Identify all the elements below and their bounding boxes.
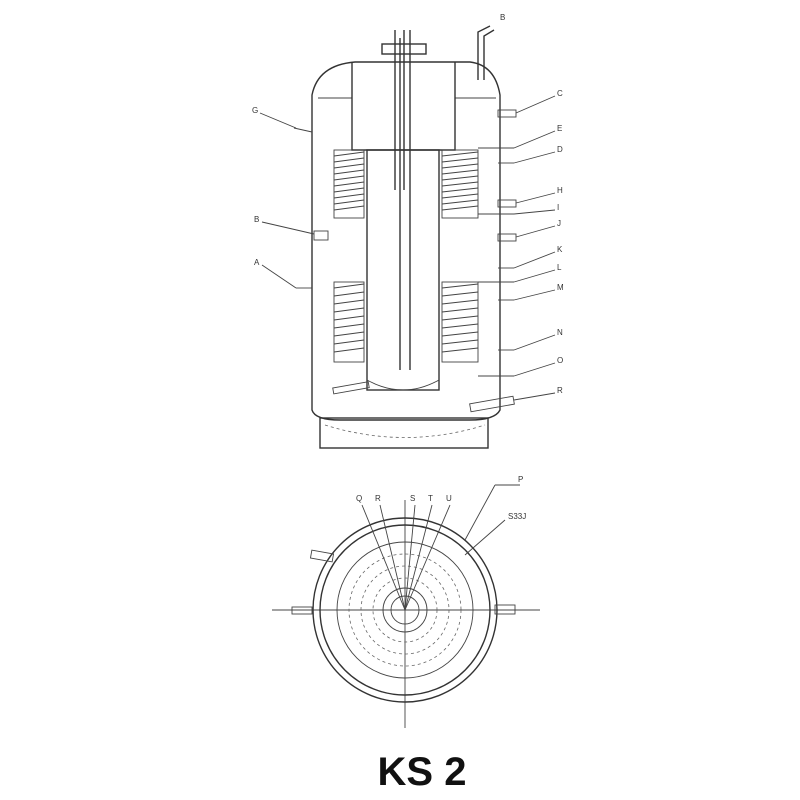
tank-base [319,417,489,449]
tank-shell [311,61,501,421]
label-r-top: R [375,494,381,503]
label-l: L [557,263,562,272]
label-t: T [428,494,433,503]
coil-upper-right [441,149,479,219]
side-labels-left: G B A [252,106,260,267]
label-b-left: B [254,215,259,224]
label-s33j: S33J [508,512,526,521]
outer-circle [312,517,498,703]
top-view [272,484,540,728]
diagram-title: KS 2 [378,750,467,794]
label-k: K [557,245,563,254]
label-j: J [557,219,561,228]
label-h: H [557,186,563,195]
label-r: R [557,386,563,395]
label-o: O [557,356,563,365]
label-d: D [557,145,563,154]
label-p: P [518,475,523,484]
label-u: U [446,494,452,503]
coil-lower-left [333,281,365,363]
coil-upper-left [333,149,365,219]
label-m: M [557,283,564,292]
pipe-b [477,25,491,80]
side-labels-right: B C E D H I J K L M N O R [500,13,564,395]
label-q: Q [356,494,362,503]
top-labels: Q R S T U P S33J [356,475,526,521]
inner-tube [366,149,440,391]
label-n: N [557,328,563,337]
label-s: S [410,494,415,503]
label-a: A [254,258,260,267]
label-i: I [557,203,559,212]
label-c: C [557,89,563,98]
label-g: G [252,106,258,115]
coil-lower-right [441,281,479,363]
side-view [259,25,556,449]
label-b-top: B [500,13,505,22]
label-e: E [557,124,562,133]
